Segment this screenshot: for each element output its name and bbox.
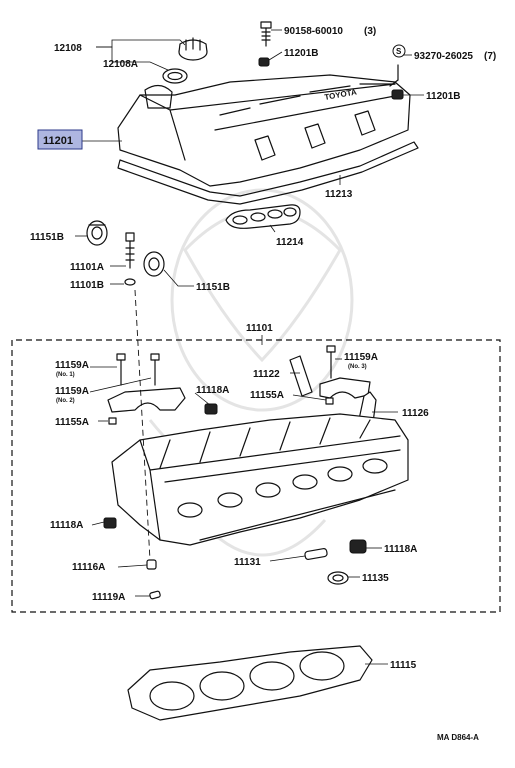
filler-cap-gasket-hole — [167, 71, 183, 81]
label-90158[interactable]: 90158-60010 — [284, 26, 343, 37]
head-pin-11116a[interactable] — [146, 559, 157, 570]
cam-cap-bolt-no1[interactable] — [116, 353, 126, 386]
cylinder-head-gasket[interactable] — [127, 645, 373, 721]
label-11101b[interactable]: 11101B — [70, 280, 104, 291]
label-11101a[interactable]: 11101A — [70, 262, 104, 273]
oil-seal-right[interactable] — [143, 251, 165, 277]
valve-guide-bushing[interactable] — [304, 548, 328, 560]
label-11131[interactable]: 11131 — [234, 557, 261, 568]
head-plug-right[interactable] — [349, 539, 367, 554]
label-11201b-right[interactable]: 11201B — [426, 91, 460, 102]
label-no2: (No. 2) — [56, 398, 75, 404]
label-11126[interactable]: 11126 — [402, 408, 429, 419]
cam-washer[interactable] — [124, 278, 136, 286]
filler-cap-gasket[interactable] — [162, 68, 188, 84]
cover-bolt[interactable] — [260, 21, 272, 47]
label-11115[interactable]: 11115 — [390, 660, 417, 671]
knock-pin-mid[interactable] — [325, 397, 334, 405]
label-11118a-left[interactable]: 11118A — [50, 520, 83, 531]
cover-gasket[interactable] — [117, 141, 419, 205]
cover-grommet-top[interactable] — [258, 57, 270, 67]
label-12108a[interactable]: 12108A — [103, 59, 138, 70]
alignment-line — [134, 289, 151, 561]
oil-seal-left[interactable] — [86, 220, 108, 246]
s-mark: S — [396, 47, 402, 56]
label-11119a[interactable]: 11119A — [92, 592, 125, 603]
label-11101[interactable]: 11101 — [246, 323, 273, 334]
cam-plug-stud[interactable] — [125, 232, 135, 269]
plug-tube-gasket[interactable] — [225, 204, 301, 229]
cylinder-head-cover[interactable]: TOYOTA — [117, 74, 411, 187]
knock-pin-left[interactable] — [108, 417, 117, 425]
label-11201[interactable]: 11201 — [43, 135, 73, 147]
head-pin-11119a[interactable] — [149, 590, 161, 600]
cam-cap-bolt-no2[interactable] — [150, 353, 160, 386]
part-labels: 12108 12108A 90158-60010 (3) 11201B S 93… — [30, 26, 496, 742]
label-93270[interactable]: 93270-26025 — [414, 51, 473, 62]
label-no3: (No. 3) — [348, 364, 367, 370]
label-11118a-right[interactable]: 11118A — [384, 544, 417, 555]
cam-cap-bolt-no3[interactable] — [326, 345, 336, 379]
cylinder-head[interactable] — [111, 413, 409, 546]
head-assembly-group-box — [11, 339, 501, 613]
label-11155a-mid[interactable]: 11155A — [250, 390, 284, 401]
label-93270-qty: (7) — [484, 51, 496, 62]
label-11155a-left[interactable]: 11155A — [55, 417, 89, 428]
label-11201b-top[interactable]: 11201B — [284, 48, 318, 59]
label-11214[interactable]: 11214 — [276, 237, 304, 248]
label-11122[interactable]: 11122 — [253, 369, 280, 380]
s-mark-circle — [392, 44, 406, 58]
label-12108[interactable]: 12108 — [54, 43, 82, 54]
head-plug-left[interactable] — [103, 517, 117, 529]
label-11116a[interactable]: 11116A — [72, 562, 105, 573]
spark-plug-tube[interactable] — [289, 355, 313, 397]
oil-filler-cap[interactable] — [178, 37, 208, 61]
leader-lines — [75, 29, 424, 665]
label-11151b-left[interactable]: 11151B — [30, 232, 64, 243]
head-plug-top[interactable] — [204, 403, 218, 415]
ring-11135[interactable] — [327, 571, 349, 585]
label-11118a-top[interactable]: 11118A — [196, 385, 229, 396]
label-11159a-2[interactable]: 11159A — [55, 386, 89, 397]
label-11151b-right[interactable]: 11151B — [196, 282, 230, 293]
cover-stud[interactable] — [389, 64, 399, 87]
label-no1: (No. 1) — [56, 372, 75, 378]
camshaft-bearing-cap-left[interactable] — [107, 387, 186, 413]
camshaft-bearing-cap-right[interactable] — [319, 377, 371, 399]
label-11213[interactable]: 11213 — [325, 189, 353, 200]
label-11159a-3[interactable]: 11159A — [344, 352, 378, 363]
label-11159a-1[interactable]: 11159A — [55, 360, 89, 371]
label-90158-qty: (3) — [364, 26, 376, 37]
highlight-box-11201 — [37, 129, 83, 150]
diagram-reference-code: MA D864-A — [437, 733, 479, 742]
cover-grommet-right[interactable] — [391, 89, 404, 100]
label-11135[interactable]: 11135 — [362, 573, 389, 584]
